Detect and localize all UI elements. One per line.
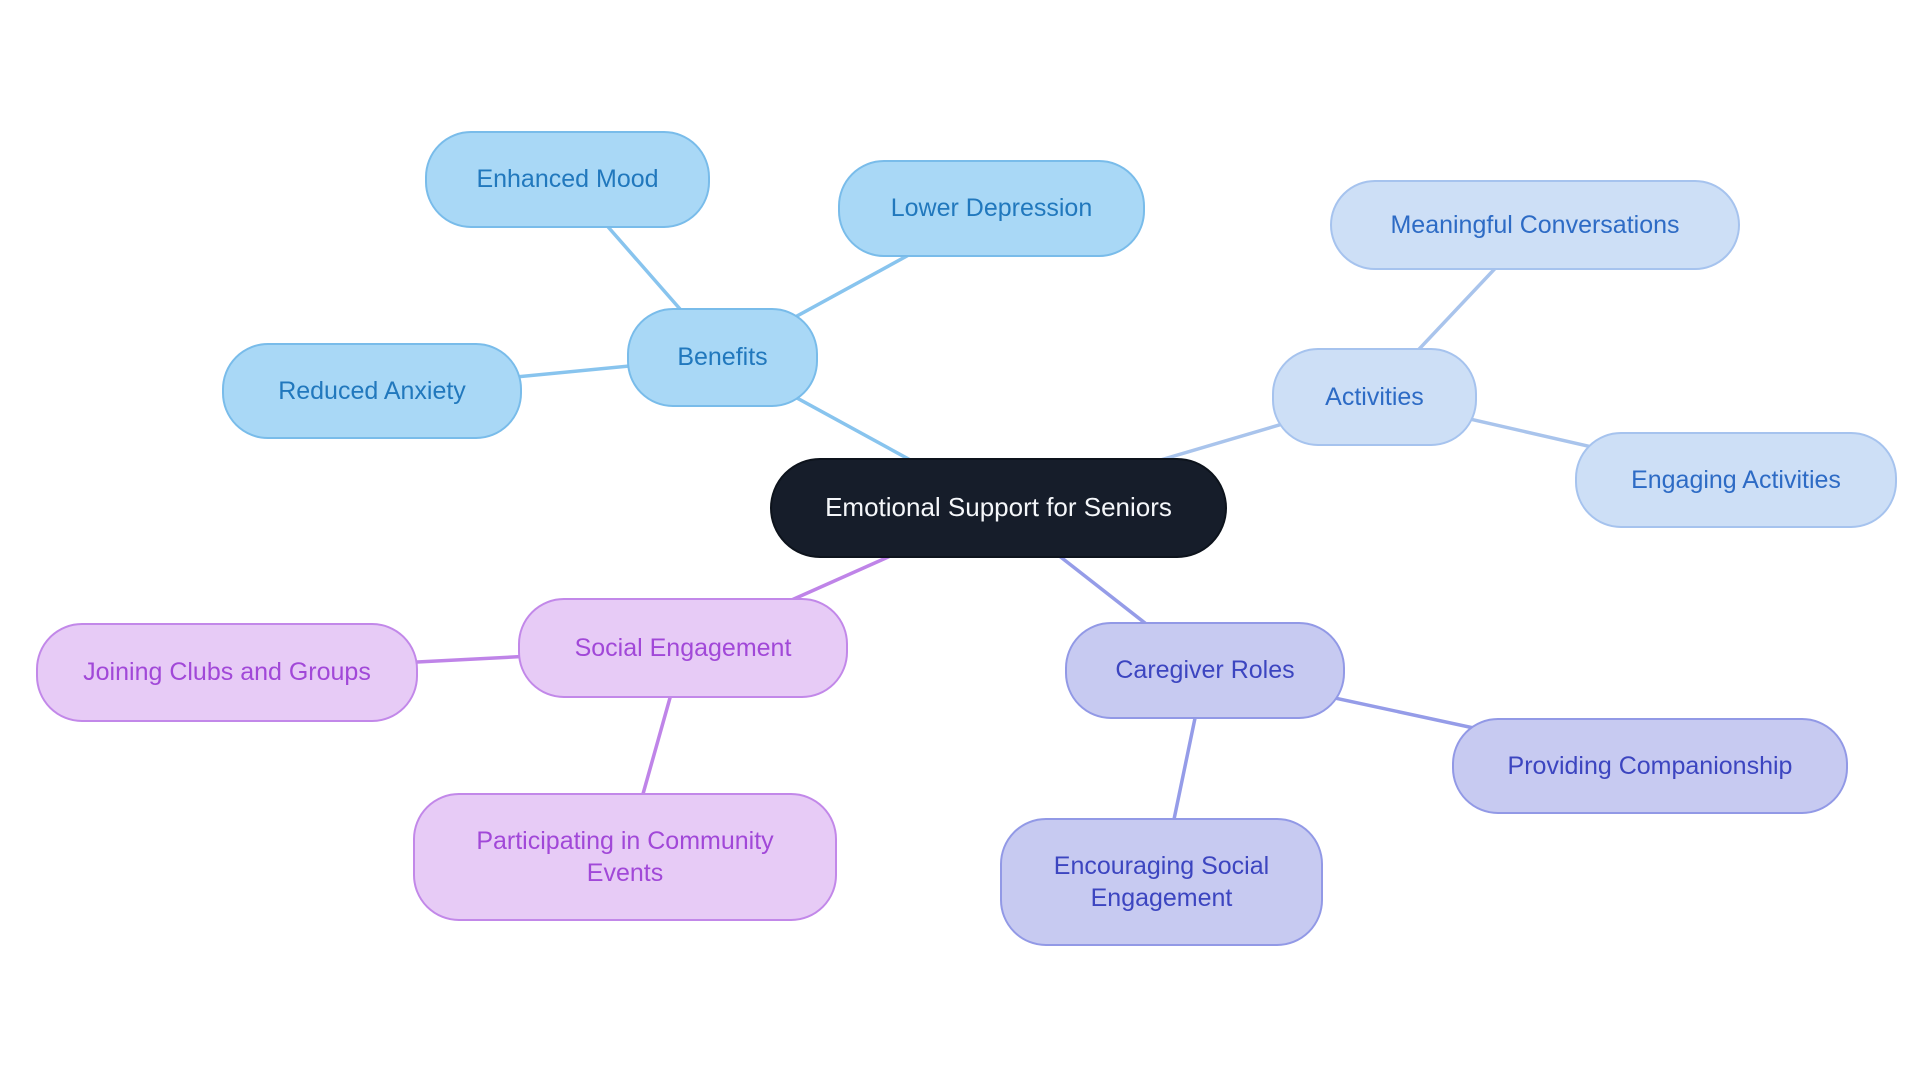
- node-label: Activities: [1325, 382, 1424, 411]
- node-label: Reduced Anxiety: [278, 376, 466, 405]
- node-meaningful-conversations[interactable]: Meaningful Conversations: [1330, 180, 1740, 270]
- node-label: Meaningful Conversations: [1390, 210, 1680, 239]
- node-encouraging-social[interactable]: Encouraging Social Engagement: [1000, 818, 1323, 946]
- node-enhanced-mood[interactable]: Enhanced Mood: [425, 131, 710, 228]
- node-label: Social Engagement: [574, 633, 792, 662]
- node-activities[interactable]: Activities: [1272, 348, 1477, 446]
- node-label: Encouraging Social Engagement: [1053, 851, 1270, 913]
- node-label: Caregiver Roles: [1115, 656, 1295, 685]
- node-central[interactable]: Emotional Support for Seniors: [770, 458, 1227, 558]
- node-engaging-activities[interactable]: Engaging Activities: [1575, 432, 1897, 528]
- node-label: Providing Companionship: [1507, 751, 1793, 780]
- node-label: Emotional Support for Seniors: [825, 492, 1172, 523]
- node-label: Engaging Activities: [1631, 465, 1841, 494]
- node-label: Enhanced Mood: [476, 165, 659, 194]
- node-benefits[interactable]: Benefits: [627, 308, 818, 407]
- node-social-engagement[interactable]: Social Engagement: [518, 598, 848, 698]
- node-label: Lower Depression: [890, 194, 1093, 223]
- node-lower-depression[interactable]: Lower Depression: [838, 160, 1145, 257]
- node-label: Benefits: [677, 343, 768, 372]
- node-participating-events[interactable]: Participating in Community Events: [413, 793, 837, 921]
- node-providing-companionship[interactable]: Providing Companionship: [1452, 718, 1848, 814]
- node-label: Participating in Community Events: [476, 826, 774, 888]
- node-reduced-anxiety[interactable]: Reduced Anxiety: [222, 343, 522, 439]
- node-joining-clubs[interactable]: Joining Clubs and Groups: [36, 623, 418, 722]
- node-caregiver-roles[interactable]: Caregiver Roles: [1065, 622, 1345, 719]
- node-label: Joining Clubs and Groups: [83, 658, 371, 687]
